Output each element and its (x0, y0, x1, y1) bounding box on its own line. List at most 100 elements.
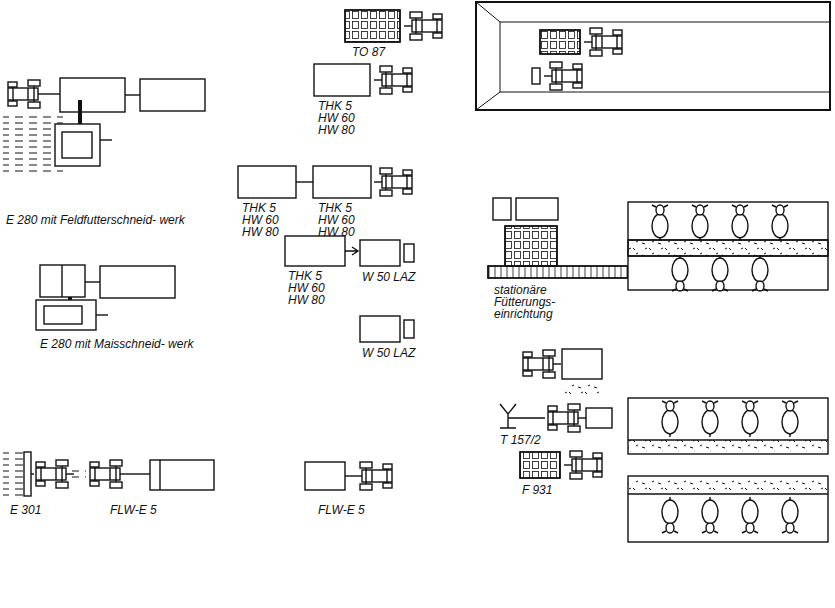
drawing-part (500, 404, 516, 428)
drawing-part (404, 320, 414, 338)
drawing-part (548, 404, 586, 432)
drawing-part (652, 205, 668, 241)
machine-label: E 301 (10, 504, 41, 516)
drawing-part (712, 255, 728, 291)
drawing-part (305, 462, 345, 490)
drawing-part (586, 408, 612, 428)
machine-label: W 50 LAZ (362, 271, 415, 283)
drawing-part (520, 452, 560, 478)
trailer-to-unloader (285, 236, 414, 266)
machine-label: THK 5 HW 60 HW 80 (318, 202, 364, 238)
drawing-part (360, 240, 400, 266)
drawing-part (31, 473, 34, 474)
spreader (523, 349, 602, 396)
forage-harvester (3, 78, 205, 174)
drawing-part (345, 247, 358, 255)
drawing-part (628, 493, 828, 494)
drawing-part (505, 226, 557, 266)
machine-label: THK 5 HW 60 HW 80 (288, 270, 334, 306)
drawing-part (85, 281, 100, 282)
machine-label: stationäre Fütterungs- einrichtung (494, 284, 586, 320)
drawing-part (523, 350, 561, 378)
drawing-part (62, 132, 92, 158)
drawing-part (125, 94, 140, 95)
drawing-part (404, 12, 442, 40)
trailer-thk (314, 64, 412, 96)
machine-label: FLW-E 5 (318, 504, 365, 516)
drawing-part (90, 460, 128, 488)
drawing-part (488, 266, 628, 278)
drawing-part (628, 255, 828, 256)
drawing-part (520, 452, 560, 478)
silo (476, 2, 830, 110)
drawing-part (540, 30, 580, 54)
drawing-part (540, 30, 580, 54)
drawing-part (628, 439, 828, 440)
drawing-part (532, 68, 540, 84)
drawing-part (100, 139, 112, 140)
drawing-part (493, 198, 511, 220)
trailer-train (238, 166, 412, 198)
drawing-part (36, 300, 96, 330)
loader-wagon (305, 462, 392, 490)
drawing-part (3, 452, 23, 496)
drawing-part (345, 475, 354, 476)
drawing-part (3, 112, 63, 174)
drawing-part (628, 476, 828, 542)
drawing-part (46, 93, 60, 94)
drawing-part (488, 266, 628, 278)
drawing-part (72, 466, 86, 482)
drawing-part (78, 100, 82, 124)
drawing-part (159, 460, 160, 490)
drawing-part (564, 451, 602, 479)
drawing-part (476, 2, 830, 110)
trailer-to87 (345, 10, 442, 42)
drawing-part (8, 80, 46, 108)
drawing-part (96, 314, 108, 315)
drawing-part (782, 401, 798, 437)
machine-label: FLW-E 5 (110, 504, 157, 516)
unloader (360, 316, 414, 342)
drawing-part (44, 306, 82, 324)
drawing-part (672, 255, 688, 291)
drawing-part (516, 198, 558, 220)
drawing-part (505, 226, 557, 266)
drawing-part (60, 78, 125, 112)
barn-lower (628, 476, 828, 542)
drawing-part (61, 265, 62, 297)
drawing-part (772, 205, 788, 241)
drawing-part (40, 265, 85, 297)
drawing-part (24, 452, 31, 496)
drawing-part (732, 205, 748, 241)
drawing-part (628, 239, 828, 240)
drawing-part (100, 266, 175, 298)
drawing-part (752, 255, 768, 291)
maize-harvester (36, 265, 175, 330)
machine-label: THK 5 HW 60 HW 80 (242, 202, 288, 238)
machine-label: F 931 (522, 484, 552, 496)
feed-trailer (520, 451, 602, 479)
drawing-part (628, 480, 828, 492)
drawing-part (36, 460, 74, 488)
drawing-part (702, 401, 718, 437)
machine-label: E 280 mit Maisschneid- werk (40, 338, 198, 350)
drawing-part (374, 66, 412, 94)
drawing-part (128, 473, 150, 474)
drawing-part (345, 10, 400, 42)
drawing-part (662, 497, 678, 533)
drawing-part (628, 440, 828, 452)
drawing-part (662, 401, 678, 437)
drawing-part (782, 497, 798, 533)
drawing-part (68, 297, 72, 300)
drawing-part (742, 497, 758, 533)
drawing-part (374, 168, 412, 196)
drawing-part (150, 460, 214, 490)
drawing-part (285, 236, 345, 266)
drawing-part (313, 166, 371, 198)
machine-label: W 50 LAZ (362, 347, 415, 359)
machine-label: T 157/2 (500, 434, 541, 446)
drawing-part (354, 462, 392, 490)
drawing-part (476, 2, 830, 110)
